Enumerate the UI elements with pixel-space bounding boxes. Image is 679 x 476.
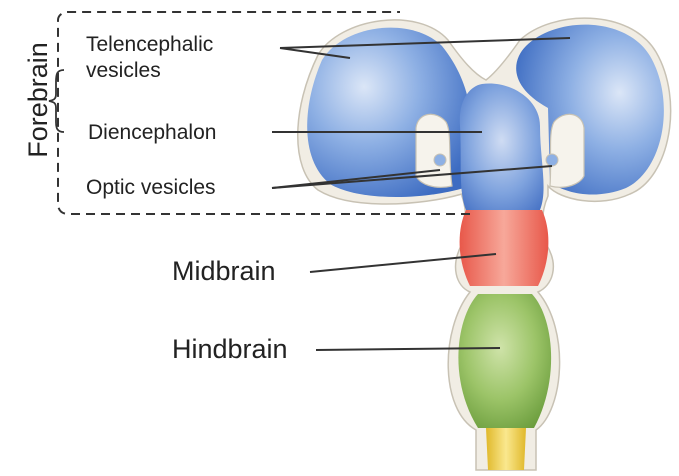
hindbrain-label: Hindbrain [172, 334, 288, 364]
midbrain-label: Midbrain [172, 256, 276, 286]
midbrain-vesicle [460, 210, 549, 286]
diencephalon-label: Diencephalon [88, 121, 216, 144]
spinal-cord-region [486, 428, 526, 470]
telencephalic-label-line1: Telencephalic [86, 33, 213, 56]
diencephalon-vesicle [460, 83, 544, 210]
telencephalic-label-line2: vesicles [86, 59, 161, 82]
optic-vesicles-label: Optic vesicles [86, 176, 216, 199]
forebrain-label: Forebrain [23, 42, 53, 158]
hindbrain-vesicle [458, 294, 551, 428]
